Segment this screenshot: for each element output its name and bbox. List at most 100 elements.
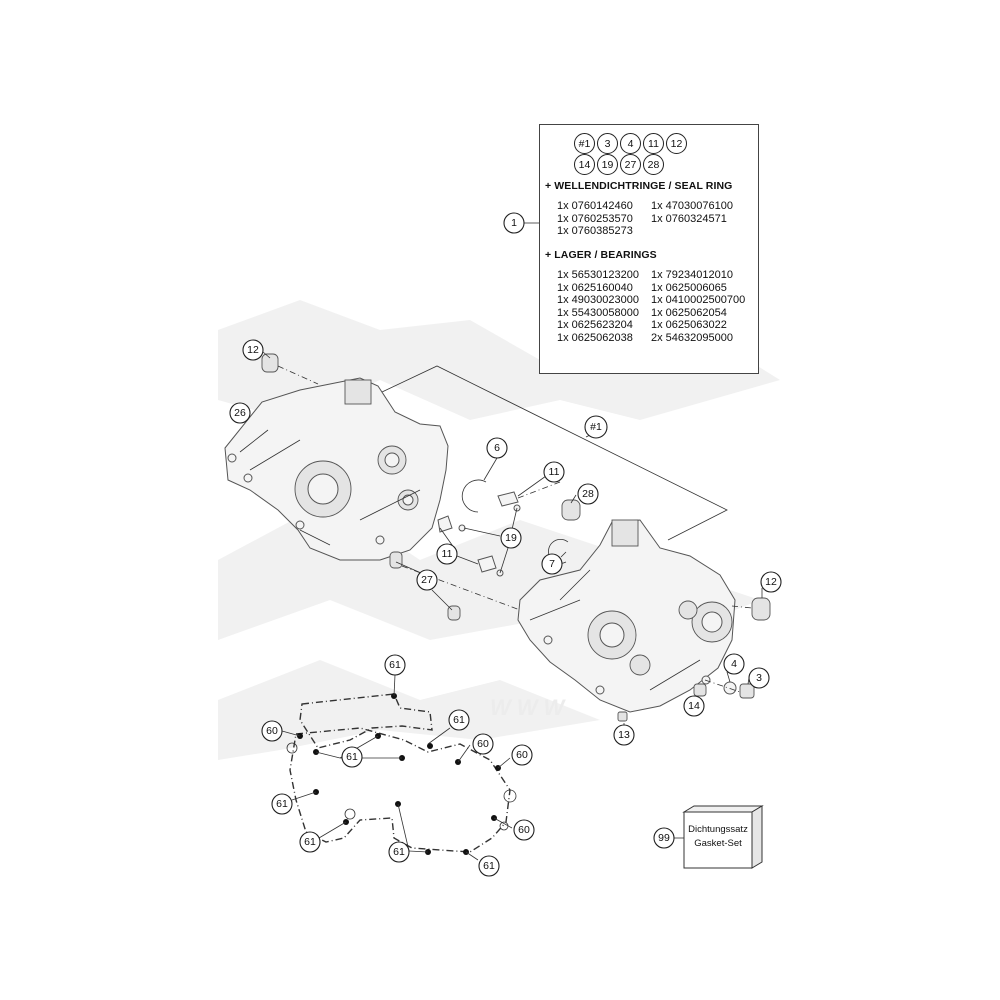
part-number: 1x 47030076100 — [651, 200, 733, 212]
kit-callout: 28 — [643, 154, 664, 175]
svg-text:60: 60 — [518, 824, 530, 836]
callout-61-top: 61 — [384, 654, 406, 676]
lock-plate-11-lower — [437, 515, 497, 573]
callout-60-middle: 60 — [472, 733, 494, 755]
gasket-set-label-de: Dichtungssatz — [688, 824, 748, 835]
screw-13 — [617, 711, 628, 722]
callout-60-lower-right: 60 — [513, 819, 535, 841]
callout-60-right: 60 — [511, 744, 533, 766]
callout-28: 28 — [577, 483, 599, 505]
svg-text:61: 61 — [453, 714, 465, 726]
callout-61-bottom: 61 — [388, 841, 410, 863]
callout-13: 13 — [613, 724, 635, 746]
kit-callouts-row-1: #1 3 4 11 12 — [574, 133, 687, 154]
callout-4: 4 — [723, 653, 745, 675]
part-number: 1x 0625006065 — [651, 281, 727, 294]
kit-callouts-row-2: 14 19 27 28 — [574, 154, 664, 175]
bearing-12-left — [261, 353, 319, 385]
svg-text:61: 61 — [393, 846, 405, 858]
kit-callout: #1 — [574, 133, 595, 154]
callout-61-center: 61 — [341, 746, 363, 768]
svg-text:4: 4 — [731, 658, 737, 670]
part-number: 1x 79234012010 — [651, 269, 733, 281]
svg-text:61: 61 — [276, 798, 288, 810]
callout-12-left: 12 — [242, 339, 264, 361]
assembly-bracket-line — [381, 365, 728, 541]
callout-61-left: 61 — [271, 793, 293, 815]
callout-19: 19 — [500, 527, 522, 549]
bearing-12-right — [731, 597, 771, 621]
svg-text:7: 7 — [549, 558, 555, 570]
callout-12-right: 12 — [760, 571, 782, 593]
washer-4-and-plug-3 — [704, 679, 755, 699]
svg-text:60: 60 — [516, 749, 528, 761]
svg-text:14: 14 — [688, 700, 700, 712]
right-crankcase-half — [517, 519, 736, 713]
kit-callout: 12 — [666, 133, 687, 154]
svg-text:6: 6 — [494, 442, 500, 454]
watermark-text: WWW — [490, 695, 570, 720]
svg-text:3: 3 — [756, 672, 762, 684]
callout-7: 7 — [541, 553, 563, 575]
part-number: 1x 0625623204 — [557, 319, 633, 331]
seal-ring-list: 1x 0760142460 1x 47030076100 1x 07602535… — [557, 200, 761, 238]
kit-callout: 3 — [597, 133, 618, 154]
bushing-14 — [693, 683, 707, 697]
part-number: 1x 49030023000 — [557, 294, 639, 306]
seal-ring-heading: + WELLENDICHTRINGE / SEAL RING — [545, 180, 733, 192]
bearings-list: 1x 56530123200 1x 79234012010 1x 0625160… — [557, 269, 761, 344]
svg-text:61: 61 — [483, 860, 495, 872]
part-number: 1x 0760385273 — [557, 225, 633, 237]
kit-callout: 27 — [620, 154, 641, 175]
svg-text:13: 13 — [618, 729, 630, 741]
kit-callout: 19 — [597, 154, 618, 175]
callout-27: 27 — [416, 569, 438, 591]
callout-main-assembly: #1 — [584, 415, 608, 439]
svg-text:11: 11 — [549, 466, 560, 478]
svg-text:#1: #1 — [590, 421, 602, 433]
callout-99: 99 — [653, 827, 675, 849]
callout-60-left: 60 — [261, 720, 283, 742]
callout-26: 26 — [229, 402, 251, 424]
bearings-heading: + LAGER / BEARINGS — [545, 249, 657, 261]
circlip-6 — [461, 479, 487, 513]
gasket-set-label-en: Gasket-Set — [694, 838, 742, 849]
part-number: 2x 54632095000 — [651, 331, 733, 344]
svg-text:19: 19 — [505, 532, 517, 544]
svg-text:1: 1 — [511, 217, 517, 229]
callout-11-lower: 11 — [436, 543, 458, 565]
callout-1: 1 — [503, 212, 525, 234]
svg-text:60: 60 — [477, 738, 489, 750]
svg-text:27: 27 — [421, 574, 433, 586]
kit-callout: 11 — [643, 133, 664, 154]
svg-text:12: 12 — [247, 344, 259, 356]
lock-plate-11-upper — [497, 481, 561, 507]
part-number: 1x 0760253570 — [557, 212, 633, 225]
callout-61-upper-right: 61 — [448, 709, 470, 731]
callout-leaders — [262, 222, 763, 861]
svg-text:61: 61 — [346, 751, 358, 763]
callout-3: 3 — [748, 667, 770, 689]
svg-text:26: 26 — [234, 407, 246, 419]
part-number: 1x 56530123200 — [557, 269, 639, 281]
svg-text:61: 61 — [389, 659, 401, 671]
svg-text:11: 11 — [442, 548, 453, 560]
kit-callout: 4 — [620, 133, 641, 154]
part-number: 1x 0410002500700 — [651, 294, 746, 306]
callout-11-upper: 11 — [543, 461, 565, 483]
gasket-set-package: Dichtungssatz Gasket-Set — [682, 805, 764, 869]
svg-text:61: 61 — [304, 836, 316, 848]
kit-callout: 14 — [574, 154, 595, 175]
part-number: 1x 0760324571 — [651, 212, 727, 225]
bearing-28 — [561, 499, 581, 521]
callout-61-lower-left: 61 — [299, 831, 321, 853]
left-crankcase-half — [224, 377, 449, 561]
svg-text:28: 28 — [582, 488, 594, 500]
svg-text:12: 12 — [765, 576, 777, 588]
part-number: 1x 0625160040 — [557, 281, 633, 294]
callout-6: 6 — [486, 437, 508, 459]
part-number: 1x 55430058000 — [557, 306, 639, 319]
part-number: 1x 0625062054 — [651, 306, 727, 319]
callout-61-bottom-right: 61 — [478, 855, 500, 877]
